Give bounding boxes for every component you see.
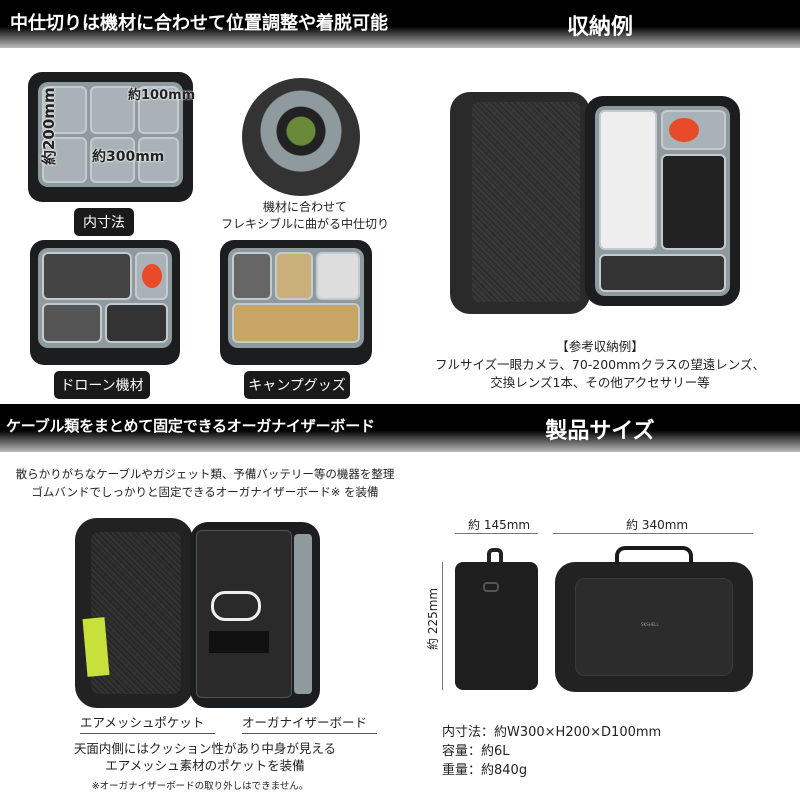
width-measure: 約 340mm	[626, 518, 689, 532]
product-size-header: 製品サイズ	[400, 404, 800, 452]
drone-gear-photo	[30, 240, 180, 365]
organizer-footnote: ※オーガナイザーボードの取り外しはできません。	[91, 781, 309, 792]
caption-line: フレキシブルに曲がる中仕切り	[220, 217, 389, 231]
spec-weight: 重量：約840g	[442, 763, 528, 778]
side-view-photo	[455, 548, 538, 690]
partitions-title: 中仕切りは機材に合わせて位置調整や着脱可能	[10, 13, 388, 34]
storage-example-caption: 【参考収納例】 フルサイズ一眼カメラ、70-200mmクラスの望遠レンズ、 交換…	[410, 338, 790, 392]
depth-measure: 約 145mm	[468, 518, 531, 532]
height-dimension: 約200mm	[40, 87, 58, 165]
description-line: ゴムバンドでしっかりと固定できるオーガナイザーボード※ を装備	[31, 485, 379, 499]
inner-dimension-label: 内寸法	[74, 208, 134, 236]
storage-example-photo-open	[585, 96, 740, 306]
storage-example-header: 収納例	[400, 0, 800, 48]
organizer-board-label: オーガナイザーボード	[242, 715, 368, 730]
organizer-board-callout: オーガナイザーボード	[242, 712, 377, 734]
storage-example-photo	[450, 92, 590, 314]
mesh-pocket-callout: エアメッシュポケット	[80, 712, 215, 734]
caption-line: フルサイズ一眼カメラ、70-200mmクラスの望遠レンズ、	[434, 357, 765, 372]
storage-example-title: 収納例	[566, 15, 633, 40]
note-line: 天面内側にはクッション性があり中身が見える	[73, 741, 337, 756]
organizer-note: 天面内側にはクッション性があり中身が見える エアメッシュ素材のポケットを装備	[45, 740, 365, 774]
flex-partition-caption: 機材に合わせて フレキシブルに曲がる中仕切り	[215, 199, 395, 233]
flex-partition-photo	[242, 78, 360, 196]
spec-inner-dimensions: 内寸法：約W300×H200×D100mm	[442, 725, 662, 740]
mesh-pocket-label: エアメッシュポケット	[80, 715, 205, 730]
depth-dimension: 約100mm	[128, 88, 196, 103]
drone-gear-label: ドローン機材	[54, 371, 150, 399]
camping-gear-photo	[220, 240, 372, 365]
inner-dimension-photo	[28, 72, 193, 202]
description-line: 散らかりがちなケーブルやガジェット類、予備バッテリー等の機器を整理	[15, 467, 395, 481]
organizer-description: 散らかりがちなケーブルやガジェット類、予備バッテリー等の機器を整理 ゴムバンドで…	[0, 465, 410, 501]
partitions-header: 中仕切りは機材に合わせて位置調整や着脱可能	[0, 0, 400, 48]
front-view-photo: SKSHELL	[555, 546, 753, 692]
brand-logo: SKSHELL	[641, 622, 659, 627]
caption-line: 機材に合わせて	[262, 200, 347, 214]
caption-line: 交換レンズ1本、その他アクセサリー等	[490, 375, 710, 390]
organizer-photo-lid	[75, 518, 193, 708]
camping-gear-label: キャンプグッズ	[244, 371, 350, 399]
product-size-title: 製品サイズ	[545, 419, 655, 444]
organizer-header: ケーブル類をまとめて固定できるオーガナイザーボード	[0, 404, 400, 452]
width-dimension: 約300mm	[92, 149, 165, 165]
spec-list: 内寸法：約W300×H200×D100mm 容量：約6L 重量：約840g	[442, 723, 661, 780]
height-measure: 約 225mm	[426, 587, 440, 650]
note-line: エアメッシュ素材のポケットを装備	[105, 758, 305, 773]
spec-capacity: 容量：約6L	[442, 744, 510, 759]
organizer-photo-board	[190, 522, 320, 708]
organizer-title: ケーブル類をまとめて固定できるオーガナイザーボード	[6, 417, 375, 435]
caption-line: 【参考収納例】	[556, 339, 644, 354]
